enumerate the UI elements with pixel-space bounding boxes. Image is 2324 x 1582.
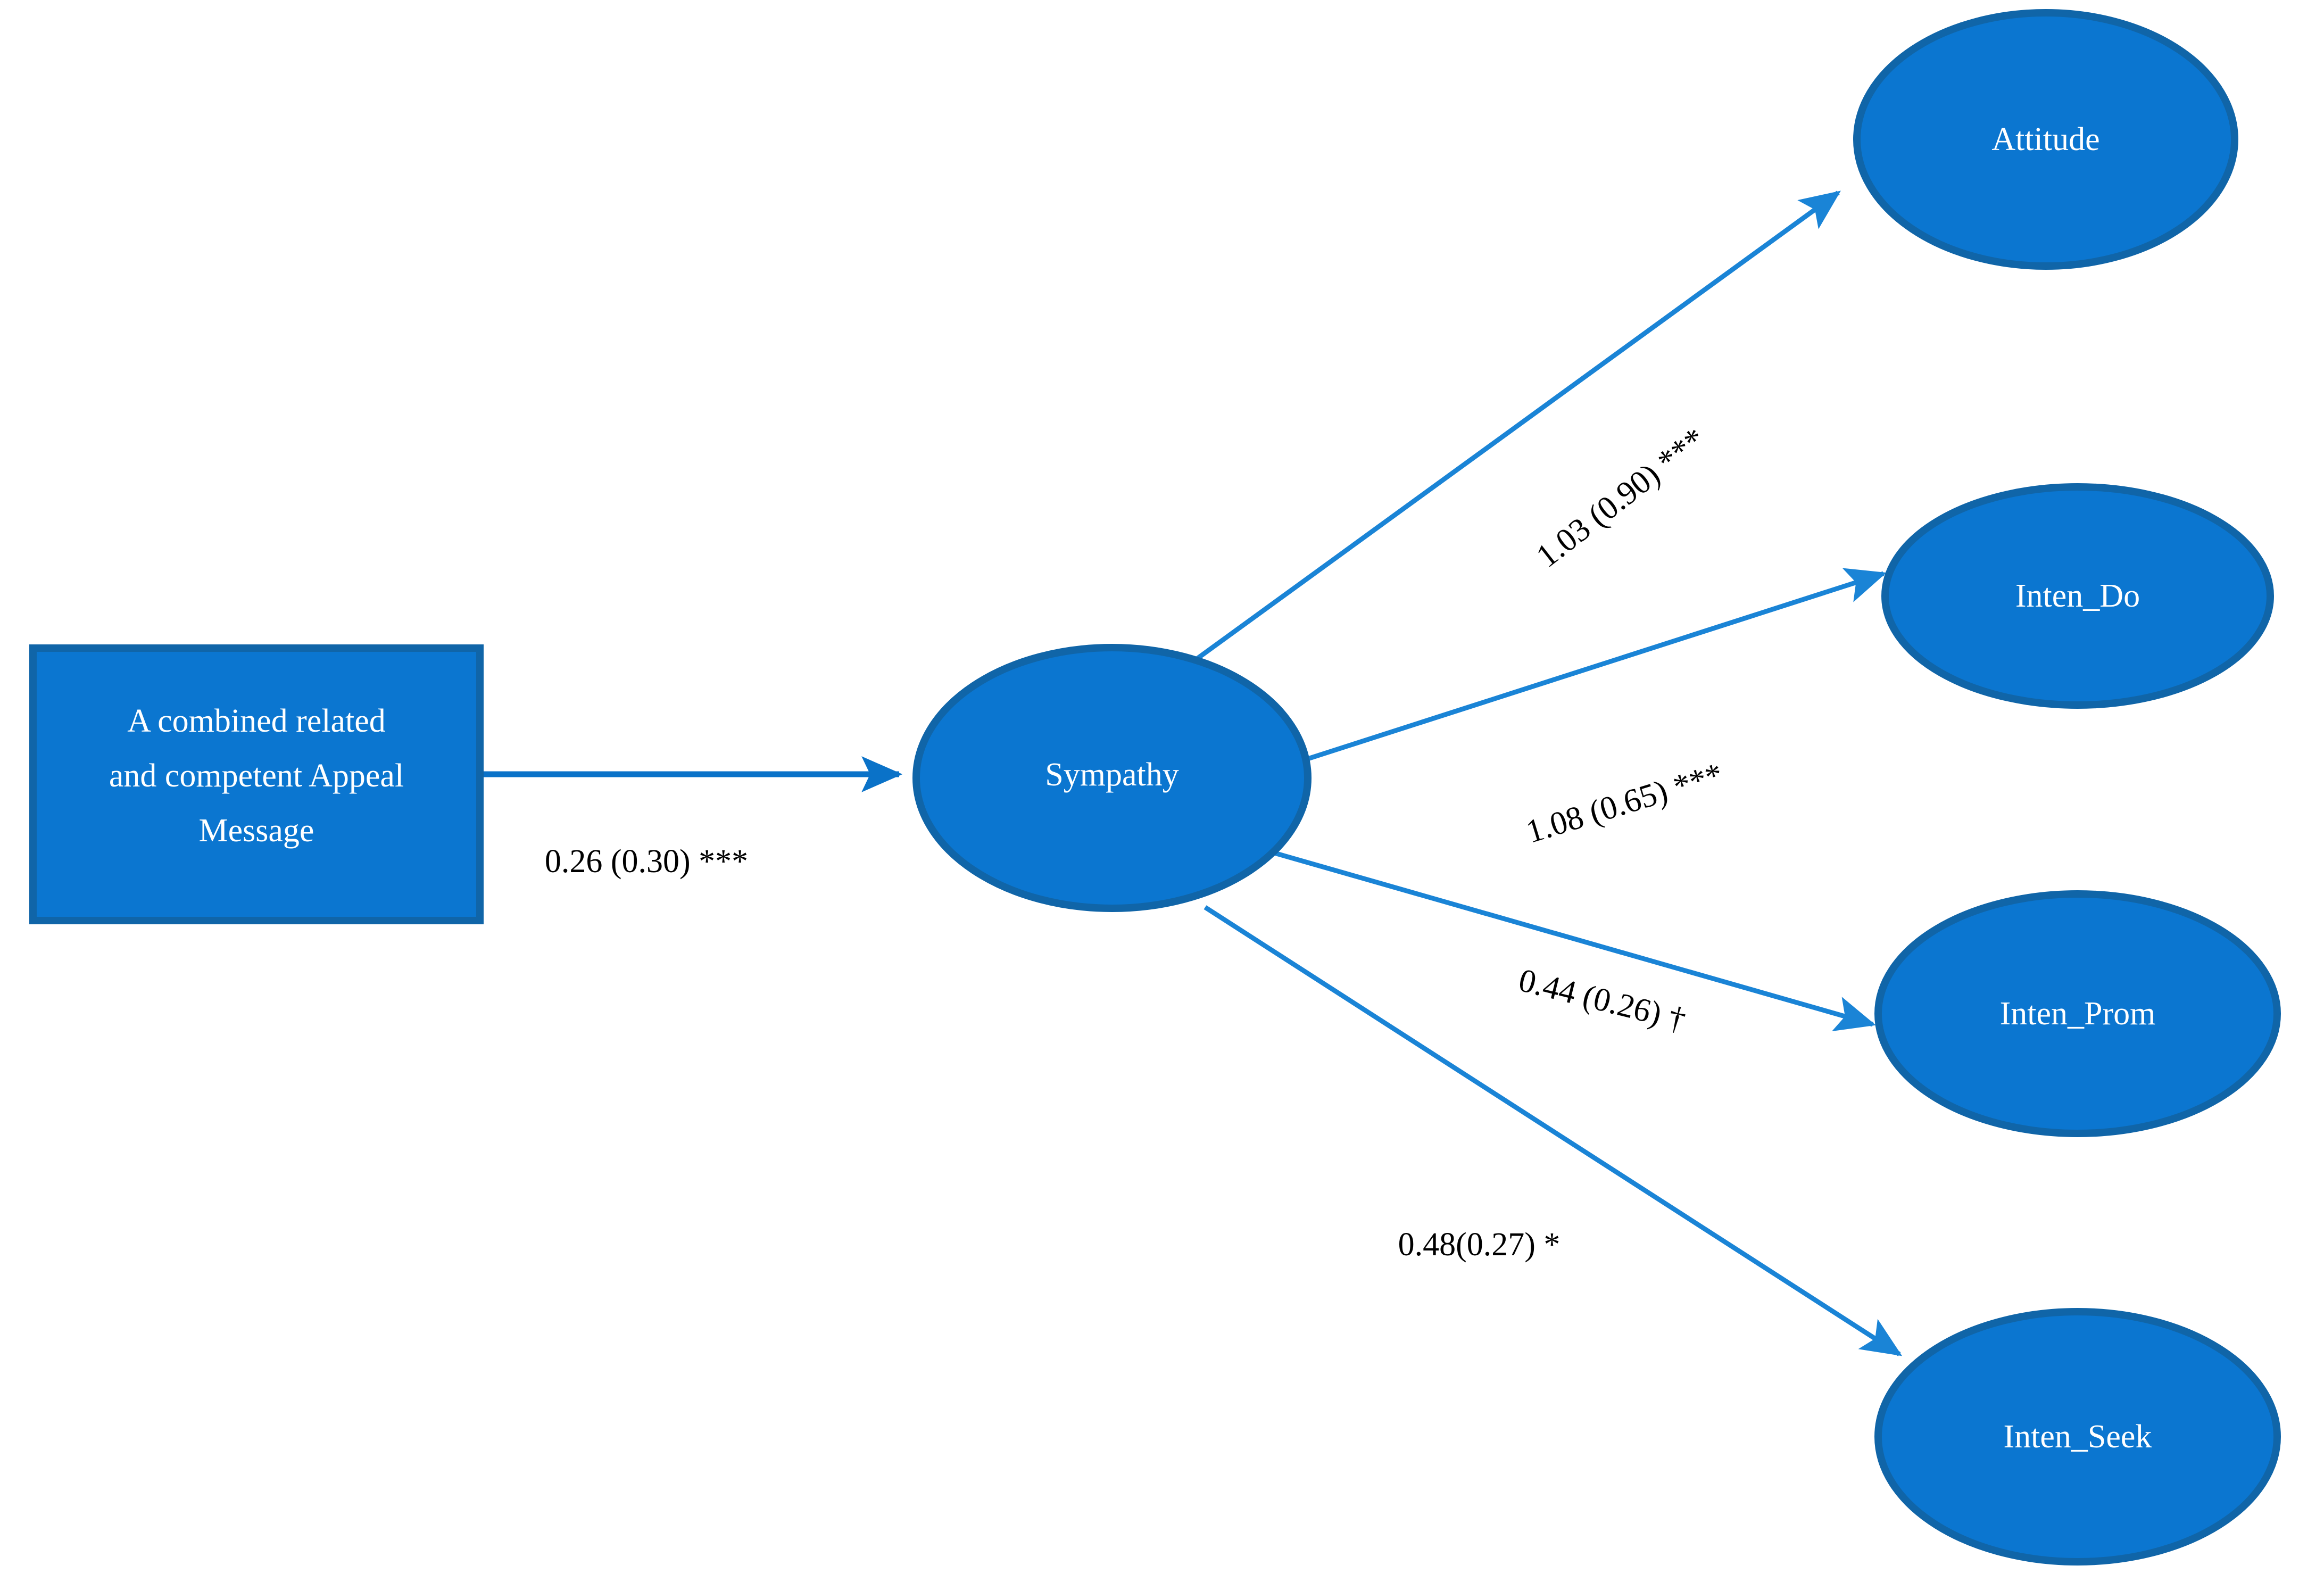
- inten-seek-label: Inten_Seek: [2004, 1419, 2152, 1455]
- inten-prom-ellipse: [1874, 890, 2281, 1137]
- edge-sympathy-to-attitude: [1161, 190, 1841, 686]
- edge-label-sympathy-to-inten-seek: 0.48(0.27) *: [1398, 1227, 1561, 1263]
- inten-seek-ellipse: [1874, 1308, 2281, 1566]
- appeal-message-rect: [29, 644, 484, 924]
- edge-label-sympathy-to-inten-prom: 0.44 (0.26) †: [1515, 962, 1689, 1038]
- edge-sympathy-to-inten-seek: [1204, 905, 1903, 1356]
- sympathy-label: Sympathy: [1045, 757, 1178, 793]
- inten-prom-label: Inten_Prom: [2000, 996, 2156, 1032]
- appeal-message-line-3: Message: [199, 813, 314, 849]
- node-inten-do[interactable]: Inten_Do: [1881, 483, 2274, 709]
- appeal-message-line-1: A combined related: [127, 703, 386, 739]
- node-attitude[interactable]: Attitude: [1853, 9, 2238, 270]
- node-appeal-message[interactable]: A combined related and competent Appeal …: [29, 644, 484, 924]
- node-inten-prom[interactable]: Inten_Prom: [1874, 890, 2281, 1137]
- attitude-ellipse: [1853, 9, 2238, 270]
- node-sympathy[interactable]: Sympathy: [912, 644, 1312, 912]
- edge-label-sympathy-to-attitude: 1.03 (0.90) ***: [1530, 421, 1712, 575]
- edge-label-appeal-to-sympathy: 0.26 (0.30) ***: [545, 843, 748, 880]
- edge-label-sympathy-to-inten-do: 1.08 (0.65) ***: [1522, 756, 1727, 850]
- attitude-label: Attitude: [1991, 121, 2099, 158]
- edge-sympathy-to-inten-prom: [1268, 849, 1876, 1031]
- sympathy-ellipse: [912, 644, 1312, 912]
- inten-do-ellipse: [1881, 483, 2274, 709]
- edge-sympathy-to-inten-do: [1292, 568, 1887, 766]
- node-inten-seek[interactable]: Inten_Seek: [1874, 1308, 2281, 1566]
- appeal-message-line-2: and competent Appeal: [109, 758, 404, 794]
- inten-do-label: Inten_Do: [2015, 578, 2140, 614]
